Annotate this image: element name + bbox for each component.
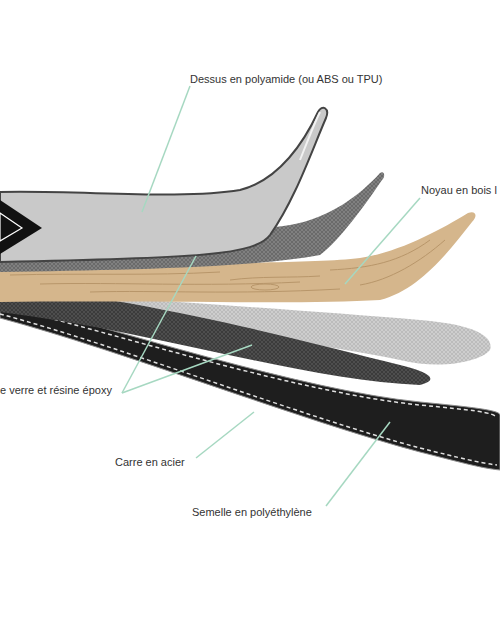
logo-triangle [0,200,42,254]
part-label: Dessus en polyamide (ou ABS ou TPU) [190,73,382,86]
leader-lines [122,86,420,506]
top-sheet [0,108,327,262]
part-label: e verre et résine époxy [0,384,112,397]
top-sheet-tip [300,112,320,160]
logo-triangle [0,213,22,241]
part-label: Semelle en polyéthylène [192,506,312,519]
part-label: Noyau en bois l [421,184,497,197]
part-label: Carre en acier [115,456,185,469]
